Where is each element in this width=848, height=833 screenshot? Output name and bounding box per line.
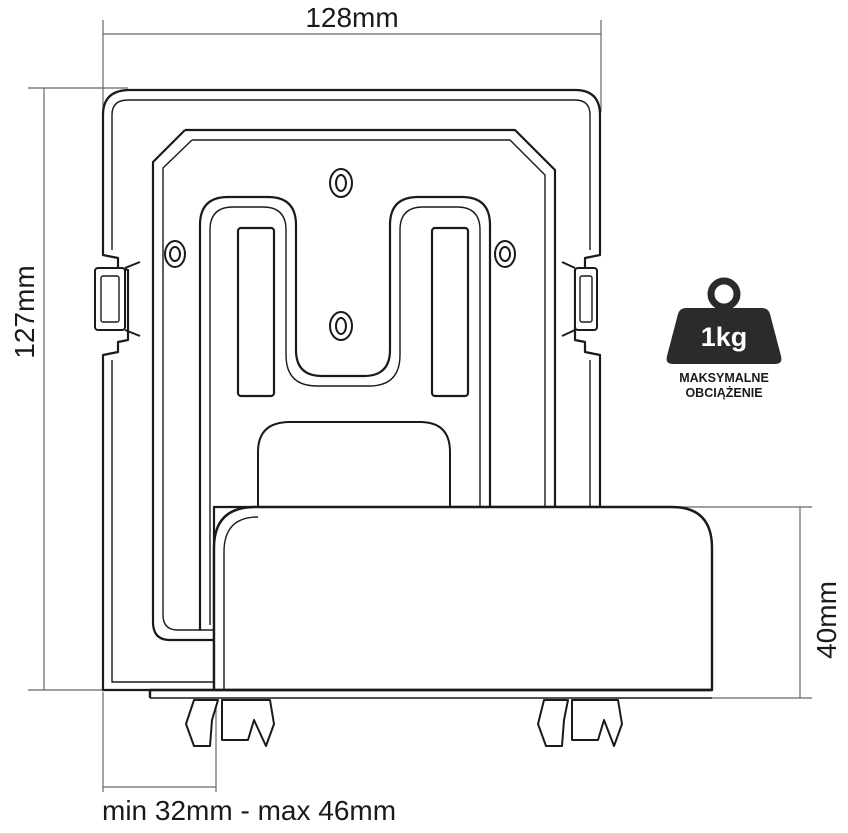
weight-value: 1kg [701, 322, 748, 352]
weight-icon [666, 277, 782, 364]
left-clip [94, 261, 141, 337]
depth-label: 40mm [811, 581, 842, 659]
lower-recess [257, 421, 451, 507]
front-tray [148, 505, 714, 699]
height-dimension [28, 87, 128, 691]
right-clip [561, 261, 598, 337]
weight-caption-line1: MAKSYMALNE [679, 371, 769, 385]
range-label: min 32mm - max 46mm [102, 795, 396, 826]
weight-caption-line2: OBCIĄŻENIE [685, 385, 762, 400]
inner-frame [151, 128, 557, 642]
range-dimension [102, 692, 217, 792]
mounting-holes [164, 168, 516, 341]
width-dimension [102, 20, 602, 112]
width-label: 128mm [305, 2, 398, 33]
back-plate [101, 88, 602, 692]
tray-feet [185, 699, 623, 747]
height-label: 127mm [9, 265, 40, 358]
u-rib [198, 195, 492, 630]
